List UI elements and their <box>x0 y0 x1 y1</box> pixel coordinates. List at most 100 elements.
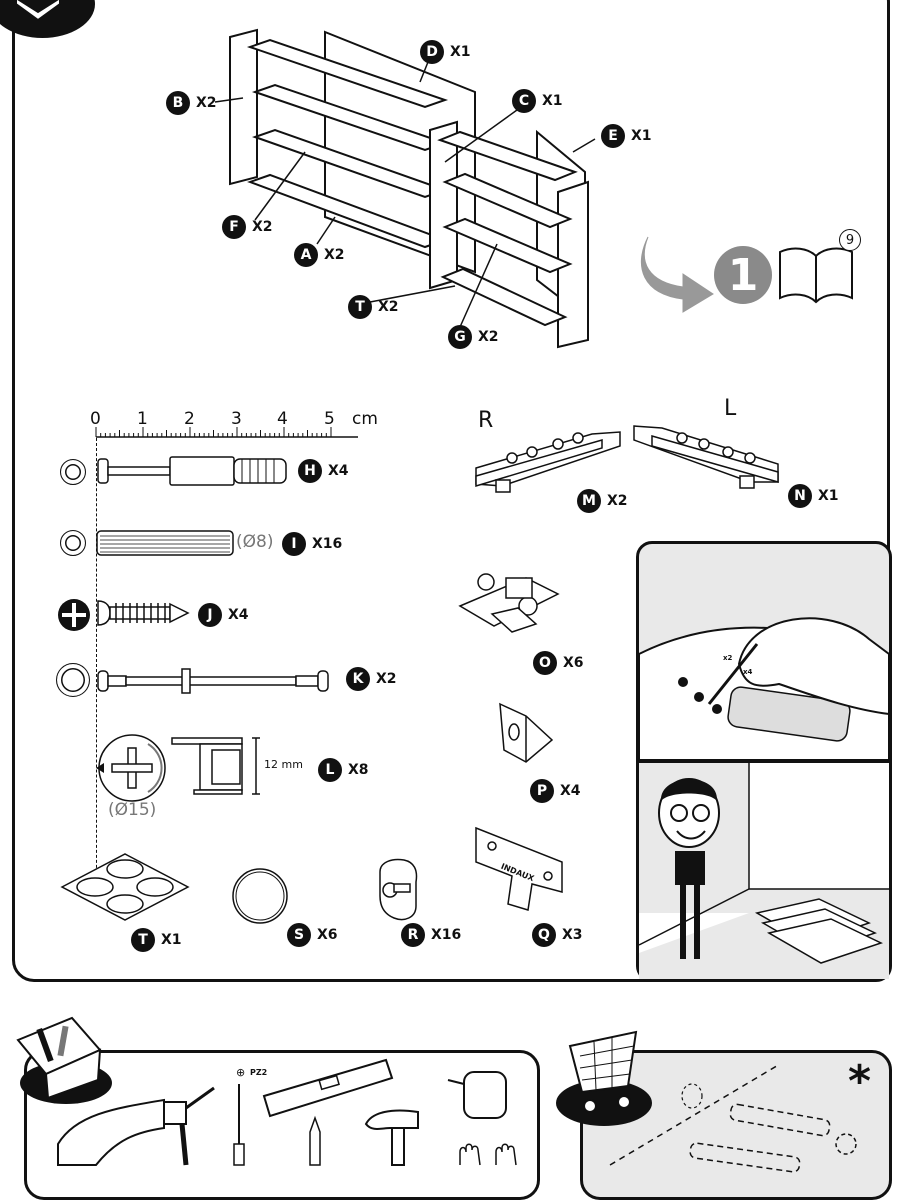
end-view-circle-k <box>56 663 90 697</box>
part-letter: D <box>420 40 444 64</box>
ruler-tick-5: 5 <box>324 409 335 429</box>
part-qty: X1 <box>542 93 563 109</box>
part-letter: S <box>287 923 311 947</box>
cam-lock-l-top-view <box>96 734 166 802</box>
part-qty: X1 <box>161 932 182 948</box>
page-ref-circle: 9 <box>839 229 861 251</box>
check-contents-panel <box>636 760 892 982</box>
gloves-icon <box>459 1143 517 1166</box>
hardware-label-q: Q X3 <box>532 923 583 947</box>
part-letter: P <box>530 779 554 803</box>
part-label-g: G X2 <box>448 325 499 349</box>
hardware-label-t: T X1 <box>131 928 182 952</box>
part-qty: X6 <box>317 927 338 943</box>
hammer-icon <box>364 1109 419 1166</box>
spirit-level-icon <box>262 1058 394 1118</box>
part-qty: X1 <box>631 128 652 144</box>
part-label-e: E X1 <box>601 124 652 148</box>
part-qty: X2 <box>252 219 273 235</box>
hardware-check-panel: x2 x4 <box>636 541 892 763</box>
part-qty: X16 <box>312 536 343 552</box>
dowel-diameter-note: (Ø8) <box>236 532 274 552</box>
connecting-rod-k-drawing <box>97 668 329 694</box>
ruler-unit: cm <box>352 409 378 429</box>
part-label-t: T X2 <box>348 295 399 319</box>
part-letter: T <box>348 295 372 319</box>
part-qty: X3 <box>562 927 583 943</box>
hand-pointing-illustration <box>638 617 890 761</box>
part-label-c: C X1 <box>512 89 563 113</box>
end-view-circle-i <box>60 530 86 556</box>
part-qty: X8 <box>348 762 369 778</box>
part-qty: X4 <box>328 463 349 479</box>
part-qty: X4 <box>560 783 581 799</box>
ruler-tick-4: 4 <box>277 409 288 429</box>
part-letter: H <box>298 459 322 483</box>
part-qty: X16 <box>431 927 462 943</box>
manual-book-icon <box>779 247 853 304</box>
slide-left-label: L <box>724 396 737 421</box>
wood-dowel-i-drawing <box>96 530 234 556</box>
parts-frame <box>12 0 890 982</box>
ruler <box>95 427 358 438</box>
pencil-icon <box>309 1115 321 1166</box>
part-qty: X2 <box>478 329 499 345</box>
part-letter: J <box>198 603 222 627</box>
corner-bracket-p-drawing <box>499 702 554 763</box>
screwdriver-size: PZ2 <box>250 1068 268 1077</box>
part-qty: X1 <box>450 44 471 60</box>
ruler-guide-line <box>96 438 97 888</box>
ruler-tick-3: 3 <box>231 409 242 429</box>
part-letter: T <box>131 928 155 952</box>
part-letter: M <box>577 489 601 513</box>
furniture-exploded-drawing <box>214 28 596 349</box>
part-letter: L <box>318 758 342 782</box>
hinge-plate-o-drawing <box>458 573 560 633</box>
sheet-count-j: x4 <box>743 668 753 676</box>
drawer-runner-n-drawing <box>633 425 779 489</box>
hardware-label-p: P X4 <box>530 779 581 803</box>
part-qty: X6 <box>563 655 584 671</box>
shelf-support-r-drawing <box>379 858 418 921</box>
part-label-b: B X2 <box>166 91 217 115</box>
screw-j-drawing <box>97 600 190 626</box>
part-qty: X2 <box>378 299 399 315</box>
step-number-badge: 1 <box>714 246 772 304</box>
part-qty: X2 <box>607 493 628 509</box>
hardware-label-m: M X2 <box>577 489 628 513</box>
part-letter: K <box>346 667 370 691</box>
end-view-circle-h <box>60 459 86 485</box>
cartoon-person-illustration <box>638 763 889 979</box>
toolbox-icon <box>16 1016 102 1100</box>
ruler-tick-2: 2 <box>184 409 195 429</box>
drawer-runner-m-drawing <box>475 431 621 493</box>
cam-height-label: 12 mm <box>264 758 303 771</box>
felt-pads-t-drawing <box>60 853 190 921</box>
part-letter: F <box>222 215 246 239</box>
drill-icon <box>57 1086 215 1166</box>
hardware-label-r: R X16 <box>401 923 461 947</box>
part-qty: X2 <box>196 95 217 111</box>
box-icon <box>15 0 61 22</box>
part-letter: C <box>512 89 536 113</box>
step-number: 1 <box>727 249 759 301</box>
part-letter: A <box>294 243 318 267</box>
arrow-icon <box>640 236 714 313</box>
page-ref-number: 9 <box>845 232 855 248</box>
part-letter: E <box>601 124 625 148</box>
sheet-count-k: x2 <box>723 654 733 662</box>
part-letter: Q <box>532 923 556 947</box>
part-letter: B <box>166 91 190 115</box>
screwdriver-icon <box>233 1084 245 1166</box>
part-letter: N <box>788 484 812 508</box>
part-letter: R <box>401 923 425 947</box>
part-letter: G <box>448 325 472 349</box>
hardware-label-h: H X4 <box>298 459 349 483</box>
part-label-d: D X1 <box>420 40 471 64</box>
ruler-tick-0: 0 <box>90 409 101 429</box>
phillips-icon: ⊕ <box>236 1066 246 1079</box>
slide-right-label: R <box>478 408 494 433</box>
hardware-label-l: L X8 <box>318 758 369 782</box>
